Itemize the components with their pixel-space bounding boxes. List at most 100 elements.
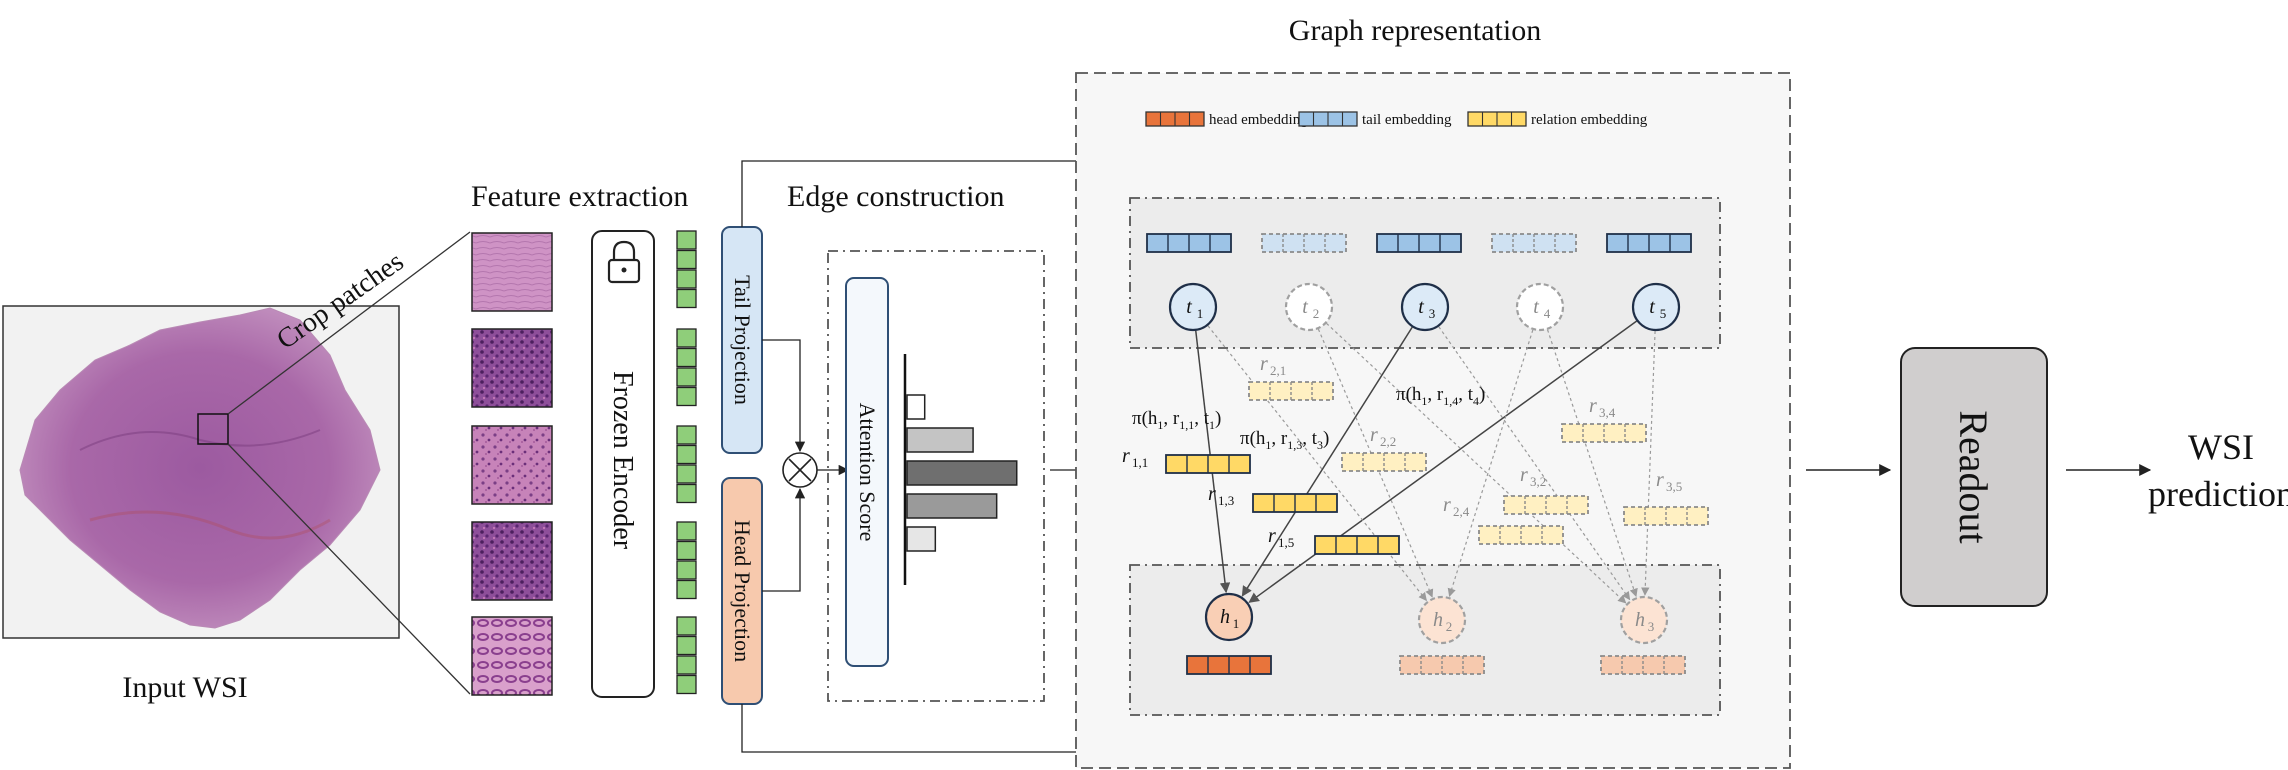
node-label-t3: t <box>1418 296 1424 318</box>
legend-relation-swatch <box>1467 111 1527 127</box>
node-sub-t5: 5 <box>1660 306 1667 321</box>
head-embedding <box>1399 655 1485 675</box>
node-sub-t2: 2 <box>1313 306 1320 321</box>
relation-sub-r11: 1,1 <box>1132 455 1148 470</box>
feature-cell <box>676 674 697 695</box>
edge-solid <box>1248 320 1638 603</box>
pi-labels: π(h1, r1,1, t1)π(h1, r1,3, t3)π(h1, r1,4… <box>1132 384 1485 452</box>
node-label-t2: t <box>1302 296 1308 318</box>
relation-label-r24: r <box>1443 494 1451 516</box>
relation-sub-r22: 2,2 <box>1380 434 1396 449</box>
readout-box <box>1900 347 2048 607</box>
relation-embedding <box>1503 495 1589 515</box>
node-label-t5: t <box>1649 296 1655 318</box>
tail-embedding <box>1261 233 1347 253</box>
tail-embedding <box>1491 233 1577 253</box>
node-sub-h3: 3 <box>1648 619 1655 634</box>
feature-cell <box>676 635 697 656</box>
node-sub-t1: 1 <box>1197 306 1204 321</box>
patch-stack <box>471 232 553 696</box>
feature-cell <box>676 560 697 580</box>
feature-cell <box>676 249 697 270</box>
legend-tail-swatch <box>1298 111 1358 127</box>
edge-construction-label: Edge construction <box>787 180 1004 213</box>
feature-cell <box>676 425 697 445</box>
crop-line-top <box>227 231 471 415</box>
wsi-tissue <box>19 307 381 629</box>
frozen-encoder-box <box>591 230 655 698</box>
relation-label-r34: r <box>1589 395 1597 417</box>
relation-sub-r35: 3,5 <box>1666 479 1682 494</box>
feature-cell <box>676 616 697 636</box>
relation-sub-r34: 3,4 <box>1599 405 1616 420</box>
relation-label-r32: r <box>1520 464 1528 486</box>
tail-embedding <box>1376 233 1462 253</box>
node-label-h2: h <box>1433 609 1443 631</box>
legend-tail-label: tail embedding <box>1362 112 1452 128</box>
node-label-t1: t <box>1186 296 1192 318</box>
embeddings <box>1146 233 1709 675</box>
relation-embedding <box>1314 535 1400 555</box>
edge-construction-frame <box>827 250 1045 702</box>
relation-embedding <box>1478 525 1564 545</box>
legend-relation-label: relation embedding <box>1531 112 1648 128</box>
node-sub-t3: 3 <box>1429 306 1436 321</box>
legend: head embedding tail embedding relation e… <box>1145 111 1648 128</box>
feature-cell <box>676 367 697 387</box>
head-projection-label: Head Projection <box>730 520 755 662</box>
relation-sub-r24: 2,4 <box>1453 504 1470 519</box>
edge-dashed <box>1641 330 1656 596</box>
feature-cell <box>676 540 697 561</box>
relation-embedding <box>1623 506 1709 526</box>
feature-extraction-label: Feature extraction <box>471 180 688 213</box>
legend-head-embedding <box>1145 111 1205 127</box>
tail-embedding <box>1606 233 1692 253</box>
patch-5 <box>471 616 553 696</box>
graph-representation-label: Graph representation <box>1289 14 1541 47</box>
relation-label-r11: r <box>1122 445 1130 467</box>
feature-cell <box>676 230 697 250</box>
pi-label-pi4: π(h1, r1,4, t4) <box>1396 384 1485 408</box>
patch-4 <box>471 521 553 601</box>
node-h1 <box>1204 592 1254 642</box>
feature-cell <box>676 483 697 504</box>
feature-vectors <box>676 230 697 695</box>
attention-bar <box>906 427 974 453</box>
head-embedding <box>1186 655 1272 675</box>
input-wsi-group: Input WSI <box>2 305 400 704</box>
node-label-t4: t <box>1533 296 1539 318</box>
node-sub-t4: 4 <box>1544 306 1551 321</box>
relation-embedding <box>1165 454 1251 474</box>
attention-bars <box>906 394 1018 552</box>
tail-embedding <box>1146 233 1232 253</box>
node-label-h1: h <box>1220 606 1230 628</box>
relation-label-r21: r <box>1260 353 1268 375</box>
edge-dashed <box>1207 325 1427 602</box>
legend-tail-embedding <box>1298 111 1358 127</box>
attention-bar <box>906 460 1018 486</box>
edge-dashed <box>1447 329 1534 597</box>
relation-embedding <box>1341 452 1427 472</box>
feature-cell <box>676 386 697 407</box>
relation-sub-r15: 1,5 <box>1278 535 1294 550</box>
node-sub-h1: 1 <box>1233 616 1240 631</box>
attention-bar <box>906 526 937 552</box>
edge-solid <box>1241 326 1413 597</box>
relation-embedding <box>1561 423 1647 443</box>
input-wsi-label: Input WSI <box>122 671 247 704</box>
attention-score-box <box>845 277 889 667</box>
node-sub-h2: 2 <box>1446 619 1453 634</box>
attention-bar <box>906 493 998 519</box>
node-t4 <box>1515 282 1565 332</box>
frozen-encoder-label: Frozen Encoder <box>607 371 638 550</box>
lock-icon <box>607 240 641 284</box>
patch-1 <box>471 232 553 312</box>
pi-label-pi3: π(h1, r1,3, t3) <box>1240 428 1329 452</box>
relation-label-r13: r <box>1208 483 1216 505</box>
tail-to-multiply <box>762 339 806 453</box>
feature-cell <box>676 269 697 289</box>
wsi-prediction-line1: WSI <box>2188 427 2254 467</box>
feature-cell <box>676 464 697 484</box>
